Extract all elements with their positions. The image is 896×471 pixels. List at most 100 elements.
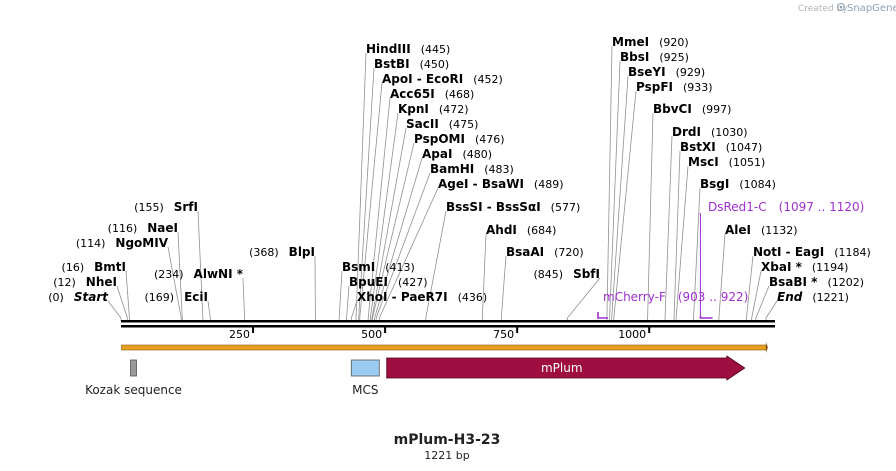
site-position: (577) bbox=[551, 201, 581, 214]
site-bseyi[interactable]: BseYI(929) bbox=[628, 65, 705, 79]
site-line-ahdi bbox=[481, 233, 487, 321]
site-ahdi[interactable]: AhdI (684) bbox=[486, 223, 556, 237]
site-line-drdi bbox=[664, 135, 673, 321]
site-bbsi[interactable]: BbsI (925) bbox=[620, 50, 689, 64]
orf-bar[interactable] bbox=[121, 344, 767, 351]
primer-range: (1097 .. 1120) bbox=[779, 200, 865, 214]
site-drdi[interactable]: DrdI(1030) bbox=[672, 125, 748, 139]
site-position: (684) bbox=[527, 224, 557, 237]
site-bsssi-bsss-i[interactable]: BssSI - BssSαI (577) bbox=[446, 200, 580, 214]
feature-label: Kozak sequence bbox=[85, 383, 182, 397]
site-name: ApoI - EcoRI bbox=[382, 72, 463, 86]
site-xbai[interactable]: XbaI *(1194) bbox=[761, 260, 848, 274]
site-line-bsaai bbox=[500, 255, 507, 321]
site-name: EciI bbox=[184, 290, 208, 304]
site-position: (16) bbox=[62, 261, 85, 274]
site-position: (1221) bbox=[812, 291, 849, 304]
feature-label: MCS bbox=[352, 383, 378, 397]
site-name: AhdI bbox=[486, 223, 517, 237]
ruler-tick-label: 250 bbox=[229, 328, 250, 341]
site-name: BbsI bbox=[620, 50, 649, 64]
site-msci[interactable]: MscI(1051) bbox=[688, 155, 765, 169]
site-start[interactable]: Start(0) bbox=[48, 290, 109, 304]
site-naei[interactable]: NaeI(116) bbox=[108, 221, 178, 235]
credit-brand: SnapGene bbox=[847, 3, 896, 14]
site-line-bsssi-bsss-i bbox=[425, 210, 447, 321]
site-name: PspOMI bbox=[414, 132, 465, 146]
site-position: (929) bbox=[676, 66, 706, 79]
site-alwni[interactable]: AlwNI *(234) bbox=[154, 267, 244, 281]
site-bsgi[interactable]: BsgI(1084) bbox=[700, 177, 776, 191]
site-position: (925) bbox=[659, 51, 689, 64]
site-position: (489) bbox=[534, 178, 564, 191]
primer-bar bbox=[699, 316, 713, 319]
site-bamhi[interactable]: BamHI(483) bbox=[430, 162, 514, 176]
site-pspfi[interactable]: PspFI(933) bbox=[636, 80, 713, 94]
site-sbfi[interactable]: SbfI(845) bbox=[533, 267, 600, 281]
site-srfi[interactable]: SrfI(155) bbox=[134, 200, 198, 214]
site-acc65i[interactable]: Acc65I(468) bbox=[390, 87, 474, 101]
site-bbvci[interactable]: BbvCI(997) bbox=[653, 102, 731, 116]
site-xhoi-paer7i[interactable]: XhoI - PaeR7I (436) bbox=[357, 290, 487, 304]
site-ngomiv[interactable]: NgoMIV (114) bbox=[76, 236, 169, 250]
site-bsabi[interactable]: BsaBI *(1202) bbox=[769, 275, 864, 289]
site-end[interactable]: End(1221) bbox=[777, 290, 849, 304]
site-position: (933) bbox=[683, 81, 713, 94]
site-line-end bbox=[765, 300, 778, 321]
site-position: (1132) bbox=[761, 224, 798, 237]
site-bpuei[interactable]: BpuEI(427) bbox=[349, 275, 428, 289]
site-name: MmeI bbox=[612, 35, 649, 49]
site-position: (468) bbox=[445, 88, 475, 101]
site-blpi[interactable]: BlpI(368) bbox=[249, 245, 315, 259]
site-name: BsgI bbox=[700, 177, 729, 191]
site-bsmi[interactable]: BsmI(413) bbox=[342, 260, 415, 274]
site-bstbi[interactable]: BstBI (450) bbox=[374, 57, 449, 71]
site-bsaai[interactable]: BsaAI(720) bbox=[506, 245, 584, 259]
site-noti-eagi[interactable]: NotI - EagI(1184) bbox=[753, 245, 871, 259]
site-position: (1047) bbox=[726, 141, 763, 154]
site-bmti[interactable]: BmtI (16) bbox=[62, 260, 126, 274]
site-pspomi[interactable]: PspOMI(476) bbox=[414, 132, 505, 146]
site-name: BmtI bbox=[94, 260, 126, 274]
feature-kozak-sequence[interactable]: Kozak sequence bbox=[85, 359, 182, 397]
site-ecii[interactable]: EciI(169) bbox=[145, 290, 208, 304]
site-name: XbaI * bbox=[761, 260, 803, 274]
primer-mcherry-f[interactable]: mCherry-F(903 .. 922) bbox=[597, 290, 748, 319]
site-name: SbfI bbox=[573, 267, 600, 281]
site-kpni[interactable]: KpnI(472) bbox=[398, 102, 469, 116]
feature-arrow bbox=[386, 355, 746, 381]
site-name: BstBI bbox=[374, 57, 410, 71]
site-nhei[interactable]: NheI(12) bbox=[53, 275, 117, 289]
feature-mcs[interactable]: MCS bbox=[350, 359, 380, 397]
site-line-ecii bbox=[207, 300, 211, 321]
site-apai[interactable]: ApaI(480) bbox=[422, 147, 492, 161]
site-position: (116) bbox=[108, 222, 138, 235]
site-name: BssSI - BssSαI bbox=[446, 200, 541, 214]
site-name: BsaBI * bbox=[769, 275, 818, 289]
site-name: BamHI bbox=[430, 162, 474, 176]
primer-bar bbox=[597, 312, 609, 319]
site-position: (436) bbox=[458, 291, 488, 304]
site-position: (0) bbox=[48, 291, 64, 304]
site-name: KpnI bbox=[398, 102, 429, 116]
site-hindiii[interactable]: HindIII(445) bbox=[366, 42, 450, 56]
site-sacii[interactable]: SacII(475) bbox=[406, 117, 478, 131]
site-apoi-ecori[interactable]: ApoI - EcoRI(452) bbox=[382, 72, 503, 86]
site-alei[interactable]: AleI(1132) bbox=[725, 223, 798, 237]
site-agei-bsawi[interactable]: AgeI - BsaWI(489) bbox=[438, 177, 564, 191]
site-bstxi[interactable]: BstXI(1047) bbox=[680, 140, 762, 154]
primers: mCherry-F(903 .. 922)DsRed1-C(1097 .. 11… bbox=[597, 200, 865, 319]
primer-range: (903 .. 922) bbox=[678, 290, 748, 304]
site-position: (114) bbox=[76, 237, 106, 250]
feature-mplum[interactable]: mPlum bbox=[386, 355, 746, 381]
site-name: HindIII bbox=[366, 42, 411, 56]
site-name: XhoI - PaeR7I bbox=[357, 290, 448, 304]
site-position: (480) bbox=[462, 148, 492, 161]
credit-prefix: Created by bbox=[798, 4, 848, 14]
site-position: (450) bbox=[420, 58, 450, 71]
site-position: (368) bbox=[249, 246, 279, 259]
site-name: NgoMIV bbox=[115, 236, 168, 250]
primer-dsred1-c[interactable]: DsRed1-C(1097 .. 1120) bbox=[699, 200, 865, 319]
site-mmei[interactable]: MmeI(920) bbox=[612, 35, 689, 49]
site-line-noti-eagi bbox=[745, 255, 754, 321]
